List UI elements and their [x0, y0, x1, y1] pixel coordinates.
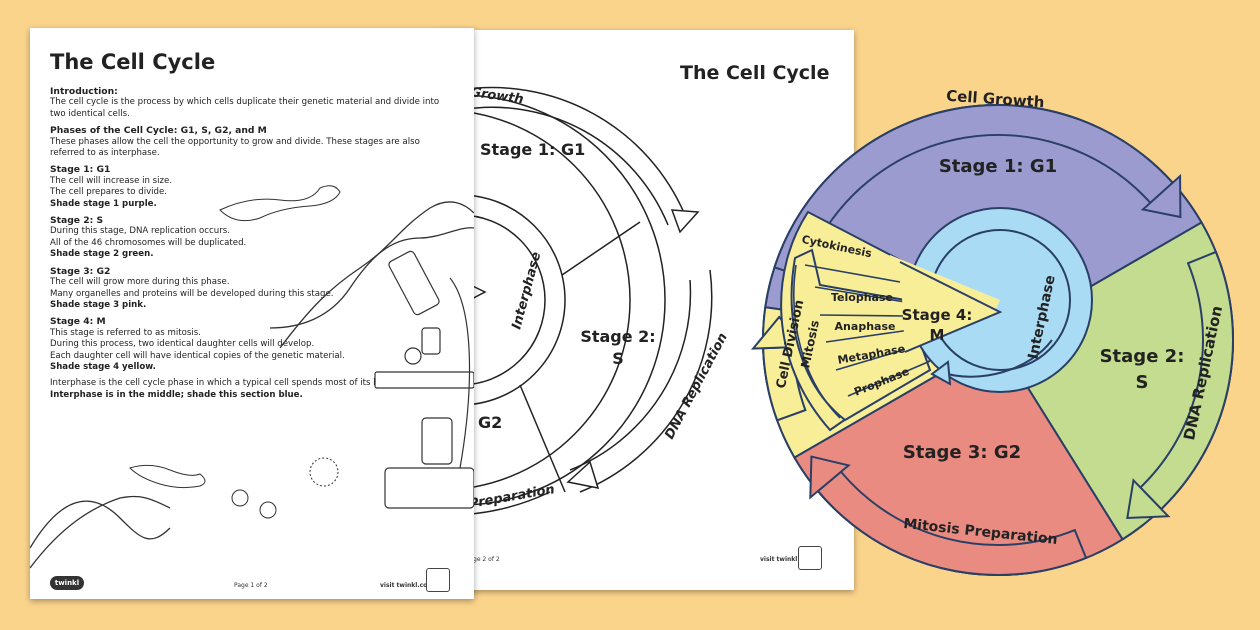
sheet2-stage2-line1: Stage 2:: [580, 327, 655, 346]
mitosis-preparation-arrow-head: [809, 455, 851, 500]
anaphase-label: Anaphase: [835, 320, 896, 333]
cell-cycle-outline-diagram: Stage 1: G1 Stage 2: S G2 Growth DNA Rep…: [440, 85, 731, 516]
interphase-instruction: Interphase is in the middle; shade this …: [50, 389, 303, 400]
sheet2-title: The Cell Cycle: [680, 62, 830, 84]
divider-g1-s: [561, 221, 641, 276]
sheet2-stage1-label: Stage 1: G1: [480, 140, 585, 159]
quality-badge-icon: [798, 546, 822, 570]
phases-heading: Phases of the Cell Cycle: G1, S, G2, and…: [50, 125, 267, 137]
stage2-instruction: Shade stage 2 green.: [50, 249, 154, 260]
cell-growth-arrow-head: [1140, 173, 1182, 219]
stage3-line: The cell will grow more during this phas…: [50, 277, 230, 288]
sheet2-page-label: Page 2 of 2: [466, 556, 500, 563]
stage1-line: The cell will increase in size.: [50, 175, 173, 186]
intro-text: The cell cycle is the process by which c…: [50, 97, 440, 119]
stage2-heading: Stage 2: S: [50, 215, 104, 227]
twinkl-logo: twinkl: [50, 576, 84, 590]
intro-heading: Introduction:: [50, 86, 118, 97]
growth-arrowhead: [670, 209, 700, 234]
cytokinesis-divider: [804, 264, 901, 283]
dna-arrowhead: [566, 460, 600, 489]
phase-divider: [847, 361, 929, 397]
stage4-heading: Stage 4: M: [50, 316, 106, 328]
stage2-line: During this stage, DNA replication occur…: [50, 226, 230, 237]
phase-divider: [814, 286, 906, 303]
interphase-text: Interphase is the cell cycle phase in wh…: [50, 378, 389, 389]
sheet1-visit-label: visit twinkl.com: [380, 582, 434, 589]
stage4-line: During this process, two identical daugh…: [50, 339, 315, 350]
phases-text: These phases allow the cell the opportun…: [50, 136, 420, 159]
interphase-center: [880, 207, 1093, 393]
quality-badge-icon: [426, 568, 450, 592]
stage4-label-line2: M: [930, 326, 945, 344]
divider-s-g2: [519, 384, 566, 493]
stage2-label-line1: Stage 2:: [1100, 346, 1185, 367]
stage1-heading: Stage 1: G1: [50, 164, 111, 176]
mitosis-inner-arc: [793, 264, 841, 419]
sheet1-title: The Cell Cycle: [50, 50, 216, 74]
dna-arrow-outer: [579, 269, 713, 493]
sheet1-page-label: Page 1 of 2: [234, 582, 268, 589]
telophase-label: Telophase: [831, 291, 893, 304]
sheet2-stage3-label: G2: [478, 413, 502, 432]
growth-arrow-outer: [459, 86, 686, 216]
stage3-label: Stage 3: G2: [903, 442, 1021, 463]
stage-arrows: [750, 104, 1234, 576]
phase-divider: [825, 329, 911, 343]
sheet2-stage2-line2: S: [612, 349, 624, 368]
stage4-instruction: Shade stage 4 yellow.: [50, 361, 156, 372]
stage4-line: Each daughter cell will have identical c…: [50, 350, 345, 361]
sheet2-visit-label: visit twinkl.com: [760, 556, 814, 563]
worksheet-page-1: The Cell Cycle Introduction: The cell cy…: [30, 28, 474, 599]
stage1-line: The cell prepares to divide.: [50, 187, 168, 198]
interphase-return-arrowhead: [930, 360, 952, 386]
mitosis-wedge: [780, 210, 1002, 432]
mitosis-phases-panel: [790, 248, 932, 422]
stage4-pointer-outline: [899, 261, 1003, 353]
stage4-line: This stage is referred to as mitosis.: [50, 327, 201, 338]
stage1-instruction: Shade stage 1 purple.: [50, 198, 157, 209]
phase-divider: [819, 314, 906, 317]
stage1-label: Stage 1: G1: [939, 156, 1057, 177]
stage3-line: Many organelles and proteins will be dev…: [50, 288, 334, 299]
stage2-label-line2: S: [1136, 372, 1149, 393]
dna-replication-arrow-head: [1126, 478, 1171, 520]
stage3-heading: Stage 3: G2: [50, 265, 111, 277]
sheet2-growth-label: Growth: [469, 85, 524, 107]
growth-arrow-inner: [459, 106, 669, 226]
stage3-instruction: Shade stage 3 pink.: [50, 299, 147, 310]
interphase-return-arrow: [939, 339, 1053, 378]
sheet1-body: Introduction: The cell cycle is the proc…: [50, 86, 460, 401]
stage4-label-line1: Stage 4:: [902, 306, 973, 324]
main-circle-left: [440, 109, 631, 491]
stage2-line: All of the 46 chromosomes will be duplic…: [50, 237, 247, 248]
dna-arrow-inner: [569, 279, 692, 471]
